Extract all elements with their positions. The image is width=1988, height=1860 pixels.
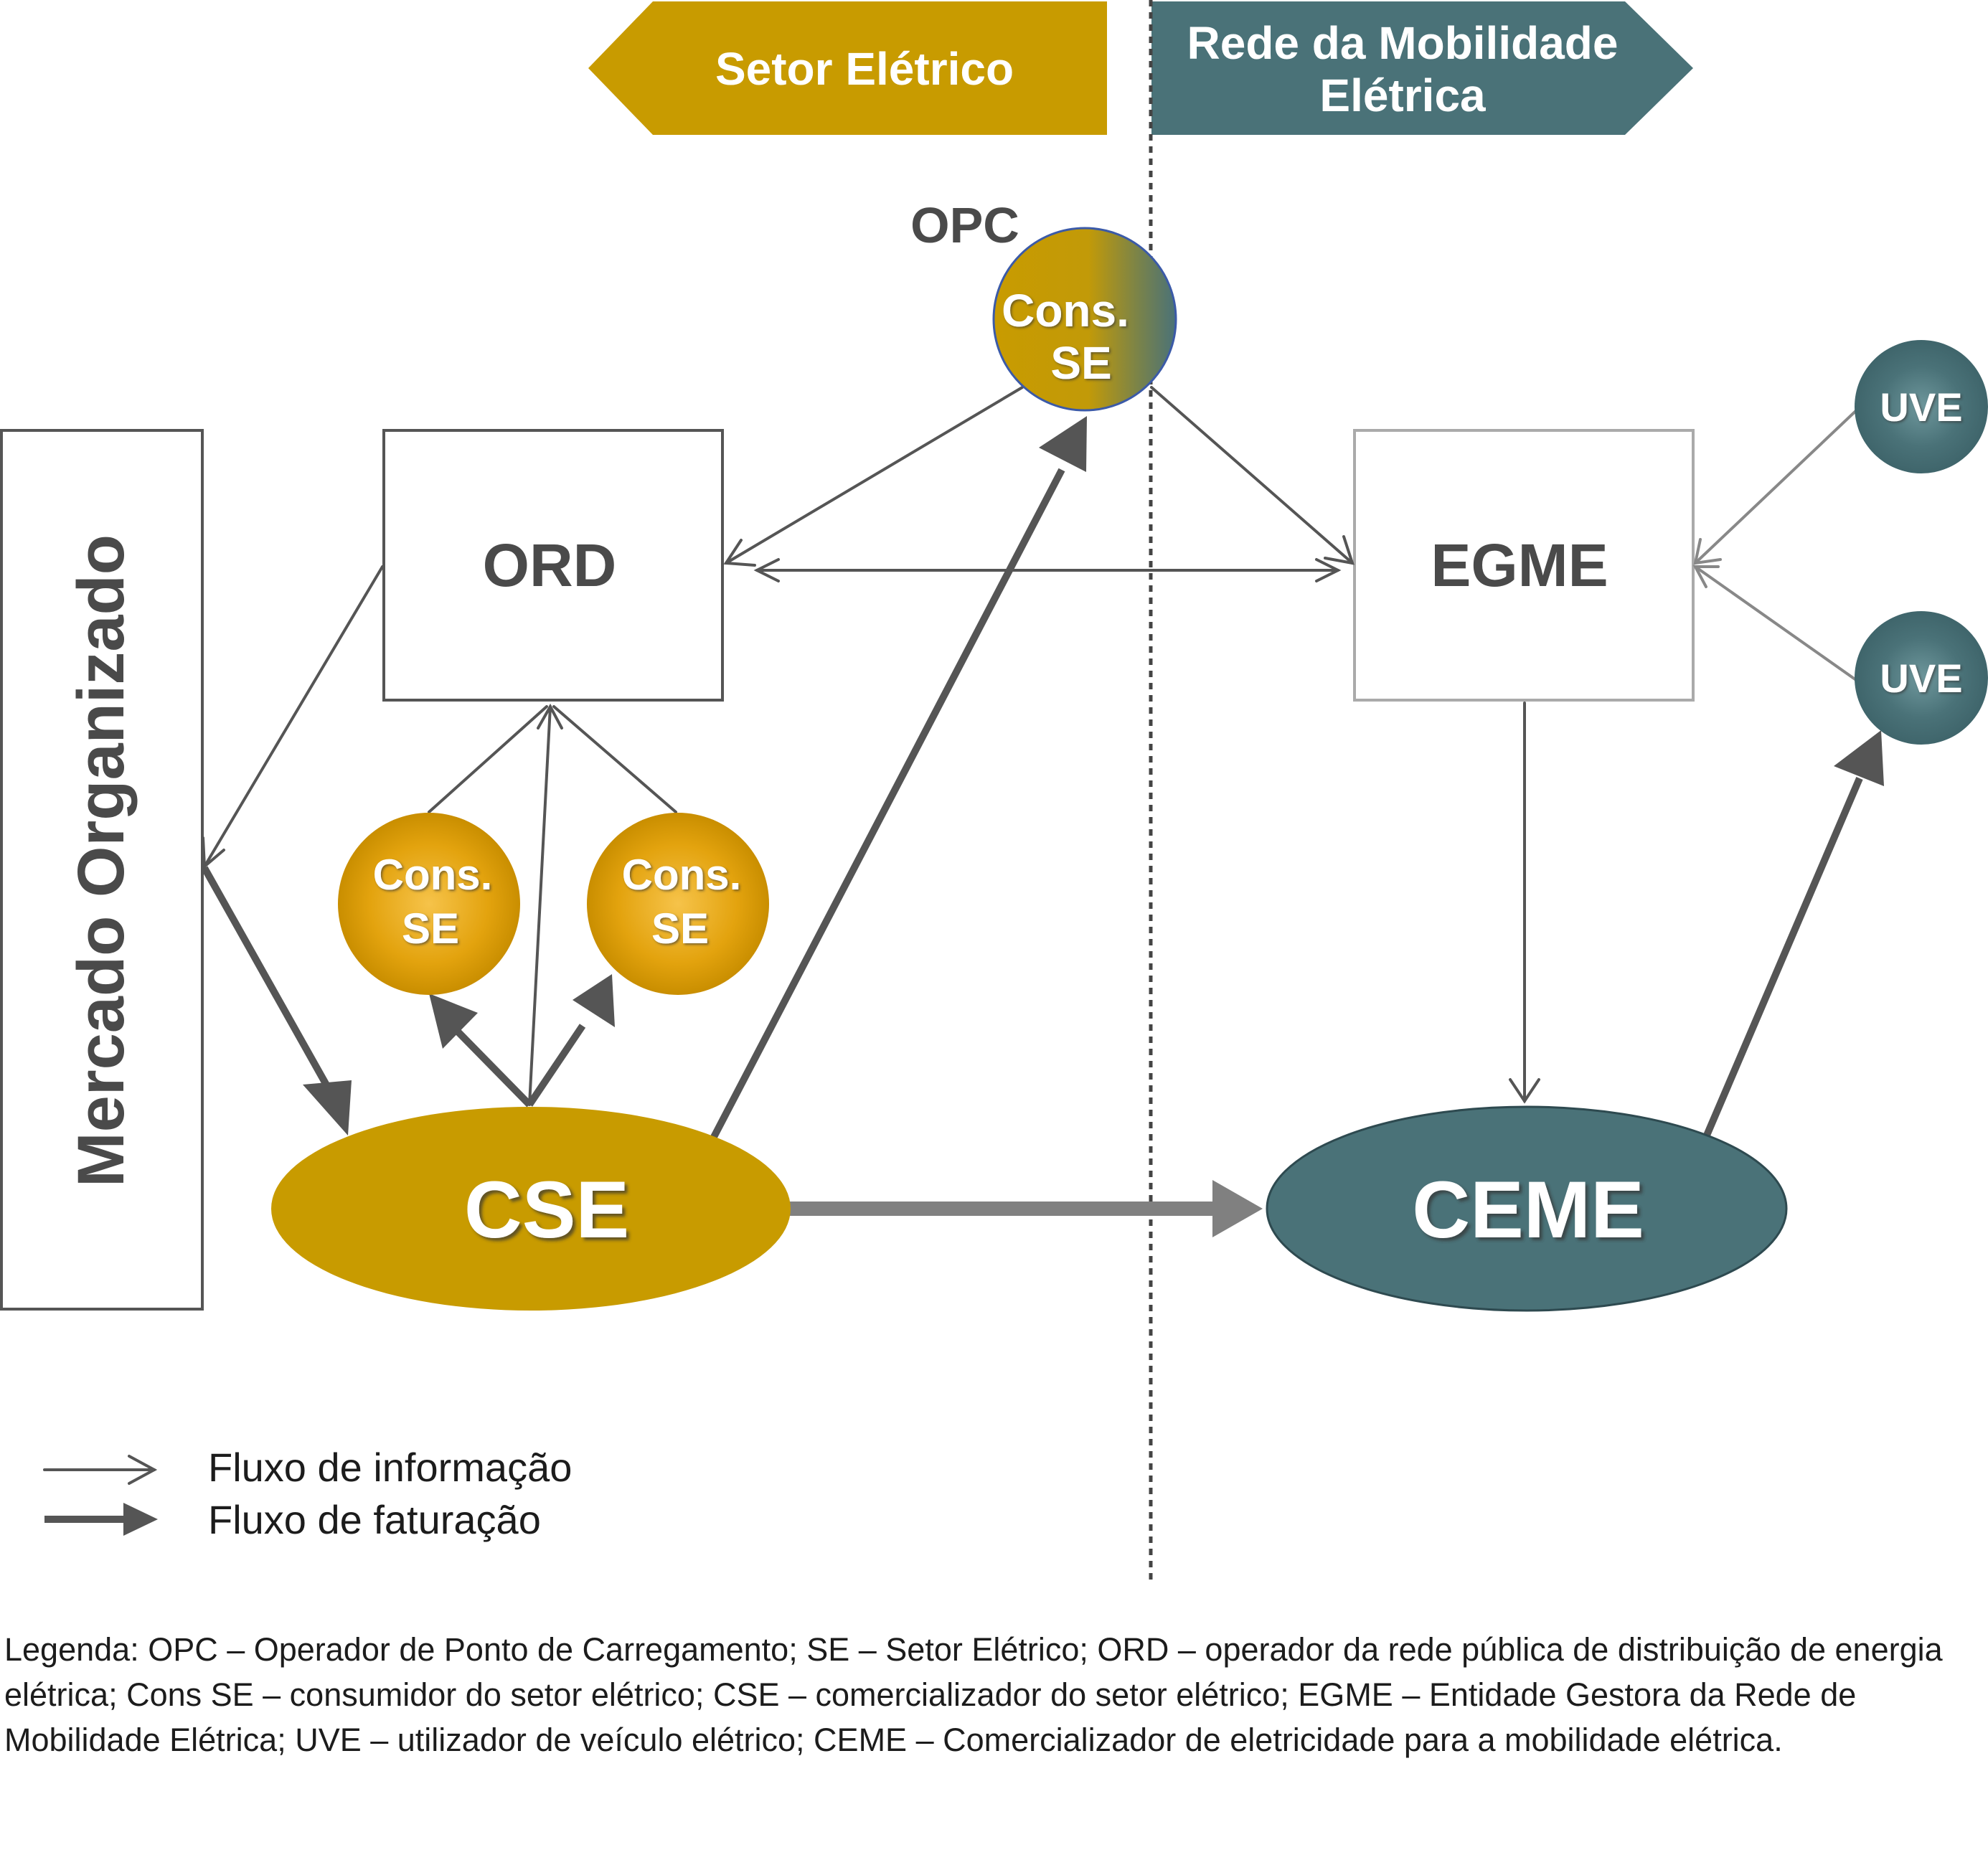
opc-label: OPC xyxy=(910,197,1019,253)
opc-cons-se-line1: Cons. xyxy=(1002,285,1129,336)
cons-se-right-line1: Cons. xyxy=(622,851,742,899)
header-setor-eletrico-label: Setor Elétrico xyxy=(715,43,1014,95)
mercado-organizado-box xyxy=(0,429,204,1311)
ord-box xyxy=(382,429,724,702)
uve-bottom-node: UVE xyxy=(1855,611,1988,745)
uve-top-node: UVE xyxy=(1855,340,1988,473)
cons-se-right-node: Cons. SE xyxy=(587,813,769,995)
arrow-key: Fluxo de informação Fluxo de faturação xyxy=(43,1445,572,1542)
uve-top-label: UVE xyxy=(1880,384,1962,430)
cons-se-left-node: Cons. SE xyxy=(338,813,520,995)
info-flow-key-icon xyxy=(43,1455,158,1485)
cons-se-left-line1: Cons. xyxy=(373,851,493,899)
egme-label: EGME xyxy=(1431,532,1608,599)
uve-information-flows xyxy=(1692,404,1863,683)
ceme-label: CEME xyxy=(1412,1165,1644,1255)
mercado-organizado-label: Mercado Organizado xyxy=(65,534,138,1187)
egme-box xyxy=(1353,429,1695,702)
billing-flows xyxy=(201,416,1884,1237)
header-rede-mobilidade-line1: Rede da Mobilidade xyxy=(1187,17,1619,69)
header-rede-mobilidade: Rede da Mobilidade Elétrica xyxy=(1151,1,1693,135)
billing-flow-key-label: Fluxo de faturação xyxy=(208,1497,541,1542)
cons-se-left-line2: SE xyxy=(402,905,459,953)
header-rede-mobilidade-line2: Elétrica xyxy=(1319,70,1486,121)
ord-label: ORD xyxy=(483,532,617,599)
cons-se-right-line2: SE xyxy=(651,905,709,953)
cse-label: CSE xyxy=(464,1165,629,1255)
cse-node: CSE xyxy=(271,1107,791,1311)
info-flow-key-label: Fluxo de informação xyxy=(208,1445,572,1490)
information-flows xyxy=(202,386,1540,1106)
legend-text: Legenda: OPC – Operador de Ponto de Carr… xyxy=(4,1631,1943,1758)
opc-cons-se-line2: SE xyxy=(1050,337,1111,389)
billing-flow-key-icon xyxy=(44,1503,158,1536)
ceme-node: CEME xyxy=(1266,1105,1788,1312)
opc-cons-se-node: Cons. SE xyxy=(992,227,1177,412)
uve-bottom-label: UVE xyxy=(1880,656,1962,701)
header-setor-eletrico: Setor Elétrico xyxy=(588,1,1107,135)
